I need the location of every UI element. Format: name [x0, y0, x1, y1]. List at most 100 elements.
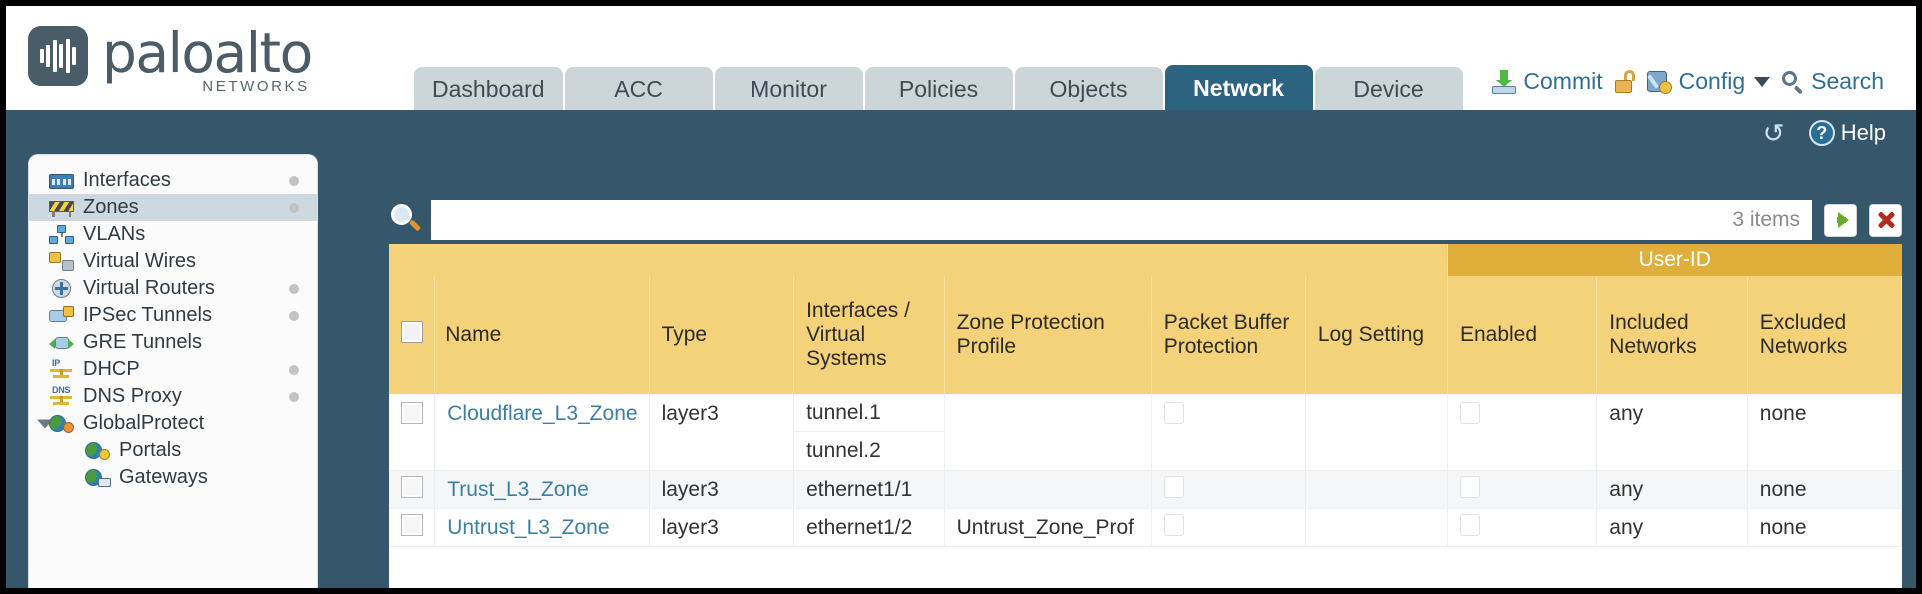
table-row[interactable]: Trust_L3_Zone layer3 ethernet1/1 any non…	[389, 470, 1902, 509]
packet-buffer-protection-checkbox[interactable]	[1163, 402, 1184, 424]
zone-name-link[interactable]: Trust_L3_Zone	[447, 477, 589, 501]
brand-tagline: NETWORKS	[202, 78, 310, 95]
sidebar-item-label: Interfaces	[83, 169, 171, 191]
tab-objects[interactable]: Objects	[1014, 67, 1163, 112]
sidebar-item-virtual-wires[interactable]: Virtual Wires	[29, 248, 317, 275]
zone-name-link[interactable]: Cloudflare_L3_Zone	[447, 402, 638, 425]
tab-label: Policies	[898, 76, 979, 102]
sidebar-item-label: DHCP	[83, 358, 140, 380]
table-row[interactable]: Untrust_L3_Zone layer3 ethernet1/2 Untru…	[389, 508, 1902, 547]
globalprotect-icon	[49, 414, 74, 433]
zones-table-container: User-ID Name Type Interfaces / Virtual S…	[389, 244, 1902, 588]
top-bar: paloalto NETWORKS Dashboard ACC Monitor …	[6, 6, 1916, 112]
refresh-icon[interactable]: ↺	[1762, 118, 1785, 148]
sidebar-item-label: Virtual Wires	[83, 250, 196, 272]
userid-enabled-checkbox[interactable]	[1459, 475, 1480, 498]
sidebar-item-dns-proxy[interactable]: DNS DNS Proxy	[29, 383, 317, 410]
tab-network[interactable]: Network	[1164, 65, 1313, 112]
column-header-excluded-networks[interactable]: Excluded Networks	[1747, 276, 1902, 394]
column-header-type[interactable]: Type	[649, 276, 795, 394]
tab-label: Network	[1193, 75, 1284, 101]
tab-label: ACC	[614, 76, 663, 102]
sidebar-item-label: VLANs	[83, 223, 146, 245]
userid-enabled-checkbox[interactable]	[1459, 513, 1480, 536]
item-count-label: 3 items	[1732, 200, 1812, 240]
status-dot	[289, 175, 299, 186]
cell-zone-protection-profile: Untrust_Zone_Prof	[944, 508, 1152, 547]
cell-included-networks: any	[1596, 394, 1748, 471]
virtual-routers-icon	[49, 279, 74, 298]
sidebar-item-virtual-routers[interactable]: Virtual Routers	[29, 275, 317, 302]
cell-included-networks: any	[1596, 508, 1748, 547]
help-button[interactable]: ? Help	[1808, 120, 1886, 146]
vlans-icon	[49, 225, 74, 244]
group-header-userid: User-ID	[1447, 244, 1902, 276]
cell-userid-enabled	[1447, 470, 1598, 509]
chevron-down-icon	[1754, 76, 1771, 87]
column-header-packet-buffer-protection[interactable]: Packet Buffer Protection	[1151, 276, 1306, 394]
sidebar-item-gateways[interactable]: Gateways	[29, 464, 317, 491]
userid-enabled-checkbox[interactable]	[1459, 402, 1480, 424]
cell-excluded-networks: none	[1747, 470, 1902, 509]
packet-buffer-protection-checkbox[interactable]	[1163, 513, 1184, 536]
cell-type: layer3	[649, 470, 795, 509]
lock-button[interactable]	[1614, 70, 1635, 93]
cell-excluded-networks: none	[1747, 508, 1902, 547]
apply-filter-button[interactable]	[1824, 203, 1857, 237]
select-all-checkbox[interactable]	[401, 321, 423, 343]
cell-packet-buffer-protection	[1151, 394, 1306, 471]
sidebar-item-portals[interactable]: Portals	[29, 437, 317, 464]
header-actions: Commit Config Search	[1492, 68, 1884, 95]
cell-packet-buffer-protection	[1151, 508, 1306, 547]
ipsec-tunnels-icon	[49, 306, 74, 325]
column-header-zone-protection-profile[interactable]: Zone Protection Profile	[944, 276, 1152, 394]
row-select-cell	[389, 508, 436, 547]
row-select-cell	[389, 394, 436, 471]
tab-dashboard[interactable]: Dashboard	[414, 67, 563, 112]
tab-monitor[interactable]: Monitor	[714, 67, 863, 112]
clear-filter-button[interactable]	[1869, 203, 1902, 237]
column-header-interfaces-virtual-systems[interactable]: Interfaces / Virtual Systems	[793, 276, 945, 394]
dhcp-icon: IP	[49, 359, 74, 379]
commit-button[interactable]: Commit	[1492, 68, 1603, 95]
zones-table: User-ID Name Type Interfaces / Virtual S…	[389, 244, 1902, 547]
config-menu-button[interactable]: Config	[1646, 68, 1771, 95]
main-tab-bar: Dashboard ACC Monitor Policies Objects N…	[414, 65, 1463, 112]
row-checkbox[interactable]	[401, 475, 423, 498]
tab-device[interactable]: Device	[1314, 67, 1463, 112]
sidebar-item-interfaces[interactable]: Interfaces	[29, 167, 317, 194]
column-header-name[interactable]: Name	[434, 276, 650, 394]
zone-name-link[interactable]: Untrust_L3_Zone	[447, 515, 610, 539]
cell-name: Untrust_L3_Zone	[434, 508, 650, 547]
sidebar-item-globalprotect[interactable]: GlobalProtect	[29, 410, 317, 437]
tab-label: Monitor	[750, 76, 827, 102]
brand-logo: paloalto NETWORKS	[28, 24, 313, 97]
sidebar-item-vlans[interactable]: VLANs	[29, 221, 317, 248]
cell-log-setting	[1305, 470, 1448, 509]
content-panel: 3 items	[389, 154, 1910, 588]
tab-policies[interactable]: Policies	[864, 67, 1013, 112]
filter-search-input[interactable]	[431, 200, 1733, 240]
column-header-enabled[interactable]: Enabled	[1447, 276, 1598, 394]
packet-buffer-protection-checkbox[interactable]	[1163, 475, 1184, 498]
row-checkbox[interactable]	[401, 402, 423, 424]
sidebar-item-zones[interactable]: Zones	[29, 194, 317, 221]
column-header-log-setting[interactable]: Log Setting	[1305, 276, 1448, 394]
column-header-included-networks[interactable]: Included Networks	[1596, 276, 1748, 394]
cell-zone-protection-profile	[944, 394, 1152, 471]
band-actions: ↺ ? Help	[1763, 120, 1886, 146]
cell-name: Trust_L3_Zone	[434, 470, 650, 509]
sidebar-item-dhcp[interactable]: IP DHCP	[29, 356, 317, 383]
interfaces-icon	[49, 174, 74, 189]
expander-triangle-icon[interactable]	[37, 419, 53, 428]
row-checkbox[interactable]	[401, 513, 423, 536]
tab-label: Dashboard	[432, 76, 545, 102]
tab-acc[interactable]: ACC	[564, 67, 713, 112]
search-icon	[1782, 70, 1804, 95]
sidebar-item-ipsec-tunnels[interactable]: IPSec Tunnels	[29, 302, 317, 329]
search-button[interactable]: Search	[1782, 68, 1884, 95]
arrow-right-icon	[1837, 212, 1849, 228]
search-label: Search	[1811, 68, 1884, 94]
sidebar-item-gre-tunnels[interactable]: GRE Tunnels	[29, 329, 317, 356]
filter-search-icon[interactable]	[389, 203, 423, 237]
